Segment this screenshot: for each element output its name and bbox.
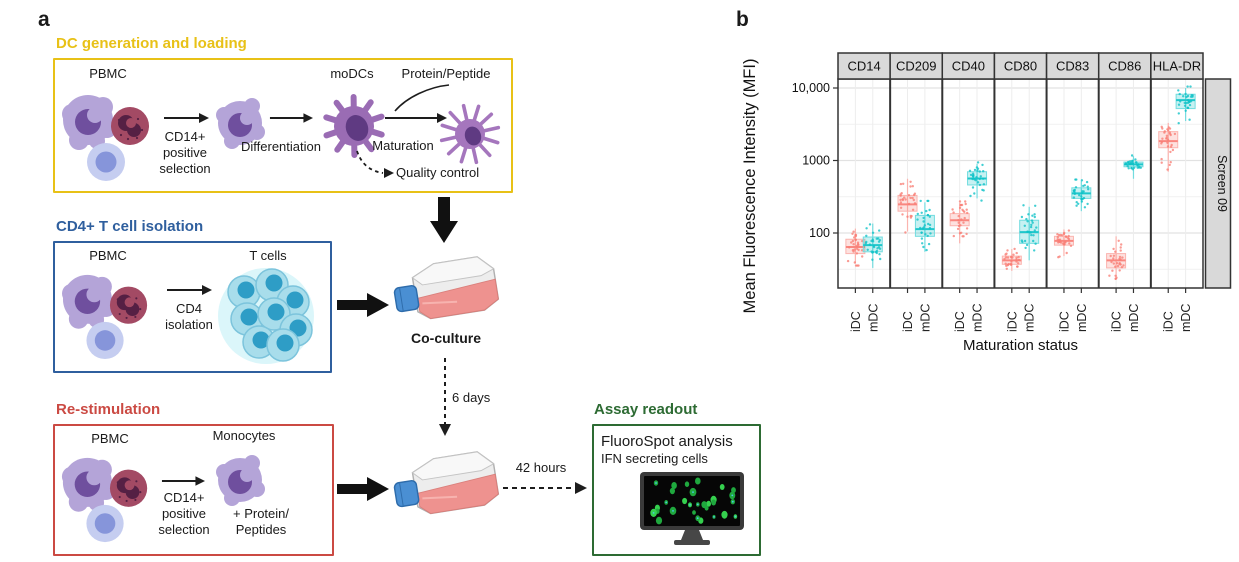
svg-text:1000: 1000 [802, 154, 830, 168]
panel-b-label: b [736, 8, 749, 31]
svg-text:mDC: mDC [1179, 304, 1193, 332]
arrow-right-thick-icon [337, 477, 389, 501]
quality-control-label: Quality control [396, 165, 480, 180]
svg-text:mDC: mDC [971, 304, 985, 332]
cd14-selection-label-1: CD14+ positive selection [159, 129, 211, 176]
culture-flask-icon [388, 250, 503, 330]
svg-text:Mean Fluorescence Intensity (M: Mean Fluorescence Intensity (MFI) [741, 59, 759, 314]
svg-text:CD40: CD40 [952, 59, 985, 74]
cd4-isolation-title: CD4+ T cell isolation [56, 218, 204, 235]
pbmc-cells-icon [58, 270, 156, 360]
fluorospot-label: FluoroSpot analysis [601, 433, 733, 450]
six-days-label: 6 days [452, 390, 491, 405]
cd14-selection-label-2: CD14+ positive selection [158, 490, 210, 537]
svg-text:10,000: 10,000 [792, 81, 830, 95]
pbmc-cells-icon [58, 452, 156, 544]
arrow-right-icon [166, 284, 212, 296]
svg-text:iDC: iDC [1057, 311, 1071, 332]
mature-dc-cell-icon [437, 92, 505, 170]
dashed-down-arrow-icon [438, 358, 452, 438]
co-culture-label: Co-culture [411, 330, 481, 346]
maturation-arrow-icon [383, 84, 455, 128]
svg-text:100: 100 [809, 226, 830, 240]
tcells-label: T cells [249, 248, 287, 263]
svg-text:CD209: CD209 [896, 59, 936, 74]
mfi-boxplot-chart: CD14 CD209 CD40 CD80 CD83 CD86 HLA-DR Screen 09… [733, 8, 1239, 360]
pbmc-label-2: PBMC [89, 248, 127, 263]
pbmc-cells-icon [58, 90, 158, 182]
svg-text:CD14: CD14 [847, 59, 880, 74]
arrow-right-icon [161, 475, 205, 487]
modc-cell-icon [320, 84, 390, 164]
svg-text:mDC: mDC [1075, 304, 1089, 332]
plus-protein-label: + Protein/ Peptides [232, 506, 289, 537]
differentiation-label: Differentiation [241, 139, 321, 154]
dashed-right-arrow-icon [503, 481, 587, 495]
quality-control-arrow-icon [352, 150, 398, 180]
svg-text:Screen 09: Screen 09 [1215, 155, 1229, 212]
svg-text:mDC: mDC [1023, 304, 1037, 332]
cd4-isolation-step-label: CD4 isolation [165, 301, 213, 332]
fluorospot-monitor-icon [638, 472, 748, 548]
forty-two-hours-label: 42 hours [515, 460, 567, 475]
svg-text:iDC: iDC [953, 311, 967, 332]
dc-generation-title: DC generation and loading [56, 35, 247, 52]
svg-text:iDC: iDC [1110, 311, 1124, 332]
svg-text:iDC: iDC [849, 311, 863, 332]
protein-peptide-label: Protein/Peptide [401, 66, 491, 81]
svg-text:CD86: CD86 [1108, 59, 1141, 74]
culture-flask-icon [388, 446, 503, 524]
pbmc-label-3: PBMC [91, 431, 129, 446]
svg-text:mDC: mDC [1127, 304, 1141, 332]
svg-text:HLA-DR: HLA-DR [1153, 59, 1201, 74]
svg-text:iDC: iDC [901, 311, 915, 332]
svg-text:mDC: mDC [918, 304, 932, 332]
monocytes-label: Monocytes [212, 428, 276, 443]
svg-text:CD80: CD80 [1004, 59, 1037, 74]
maturation-label: Maturation [372, 138, 434, 153]
pbmc-label-1: PBMC [89, 66, 127, 81]
svg-text:CD83: CD83 [1056, 59, 1089, 74]
svg-text:iDC: iDC [1005, 311, 1019, 332]
svg-text:Maturation status: Maturation status [963, 337, 1078, 354]
svg-text:iDC: iDC [1162, 311, 1176, 332]
modcs-label: moDCs [330, 66, 374, 81]
restimulation-title: Re-stimulation [56, 401, 161, 418]
arrow-right-thick-icon [337, 293, 389, 317]
assay-readout-title: Assay readout [594, 401, 698, 418]
arrow-right-icon [163, 112, 209, 124]
arrow-down-thick-icon [430, 197, 458, 243]
tcell-cluster-icon [214, 262, 316, 364]
panel-a-label: a [38, 8, 50, 31]
monocyte-cell-icon [212, 450, 268, 510]
ifn-label: IFN secreting cells [601, 451, 708, 466]
monocyte-cell-icon [212, 92, 268, 154]
arrow-right-icon [269, 112, 313, 124]
svg-text:mDC: mDC [866, 304, 880, 332]
